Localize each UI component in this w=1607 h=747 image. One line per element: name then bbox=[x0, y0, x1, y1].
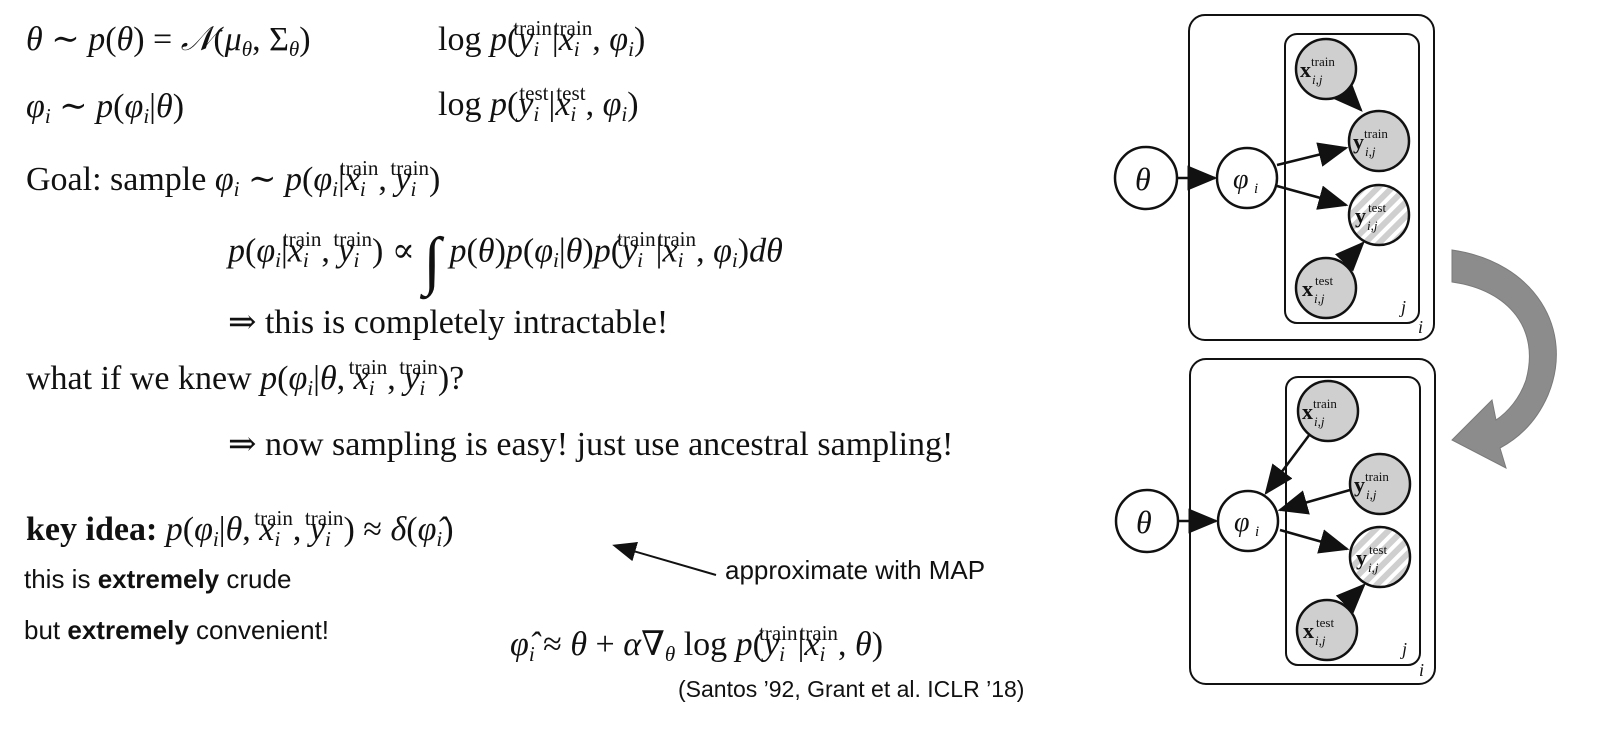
svg-text:i: i bbox=[1255, 524, 1259, 540]
edge-xtrain-ytrain-top bbox=[1333, 81, 1363, 112]
plate-inner-top bbox=[1284, 33, 1420, 324]
note-crude: this is extremely crude bbox=[24, 564, 292, 594]
edge-phi-ytest-top bbox=[1276, 184, 1349, 210]
x-train-node-top bbox=[1294, 37, 1358, 101]
theta-label-top: θ bbox=[1135, 161, 1151, 197]
citation: (Santos ’92, Grant et al. ICLR ’18) bbox=[678, 676, 1025, 702]
x-test-node-bottom bbox=[1295, 598, 1359, 662]
eq-prior-phi: φi ∼ p(φi|θ) bbox=[26, 88, 185, 128]
eq-what-if: what if we knew p(φi|θ, xitrain, yitrain… bbox=[26, 354, 465, 400]
edge-xtrain-phi-bottom bbox=[1264, 433, 1312, 496]
svg-text:test: test bbox=[1368, 200, 1386, 215]
eq-goal: Goal: sample φi ∼ p(φi|xitrain, yitrain) bbox=[26, 155, 441, 201]
model-top: j i θ φ i x train i,j y train i,j y test… bbox=[1113, 14, 1435, 341]
svg-text:i,j: i,j bbox=[1314, 291, 1325, 306]
approx-map-label: approximate with MAP bbox=[725, 555, 986, 585]
svg-text:x: x bbox=[1300, 57, 1311, 82]
svg-text:i,j: i,j bbox=[1368, 560, 1379, 575]
edge-phi-ytrain-top bbox=[1276, 142, 1349, 167]
svg-text:train: train bbox=[1311, 54, 1335, 69]
svg-text:y: y bbox=[1353, 129, 1364, 154]
svg-text:i,j: i,j bbox=[1367, 218, 1378, 233]
svg-text:test: test bbox=[1315, 273, 1333, 288]
phi-label-bottom: φ bbox=[1234, 507, 1250, 538]
svg-text:y: y bbox=[1356, 545, 1367, 570]
edge-ytrain-phi-bottom bbox=[1277, 488, 1351, 515]
svg-text:y: y bbox=[1354, 472, 1365, 497]
edge-xtest-ytest-top bbox=[1334, 241, 1365, 272]
svg-text:i,j: i,j bbox=[1314, 414, 1325, 429]
eq-posterior-integral: p(φi|xitrain, yitrain) ∝ ∫ p(θ)p(φi|θ)p(… bbox=[228, 224, 783, 296]
y-test-node-bottom bbox=[1348, 525, 1412, 589]
eq-key-idea: key idea: p(φi|θ, xitrain, yitrain) ≈ δ(… bbox=[26, 505, 454, 551]
edge-xtest-ytest-bottom bbox=[1335, 583, 1366, 614]
svg-text:i,j: i,j bbox=[1365, 144, 1376, 159]
svg-text:i,j: i,j bbox=[1312, 72, 1323, 87]
transition-curved-arrow bbox=[1451, 249, 1557, 469]
edge-phi-ytest-bottom bbox=[1279, 528, 1350, 554]
eq-easy: ⇒ now sampling is easy! just use ancestr… bbox=[228, 426, 954, 463]
eq-intractable: ⇒ this is completely intractable! bbox=[228, 304, 669, 341]
plate-inner-label-top: j bbox=[1399, 297, 1406, 317]
phi-label-top: φ bbox=[1233, 164, 1249, 195]
x-train-node-bottom bbox=[1296, 379, 1360, 443]
eq-prior-theta: θ ∼ p(θ) = 𝒩(μθ, Σθ) bbox=[26, 21, 311, 61]
svg-text:x: x bbox=[1302, 399, 1313, 424]
model-bottom: j i θ φ i x train i,j y train i,j y test… bbox=[1114, 358, 1436, 685]
y-test-node-top bbox=[1347, 183, 1411, 247]
y-train-node-bottom bbox=[1348, 452, 1412, 516]
x-test-node-top bbox=[1294, 256, 1358, 320]
svg-text:train: train bbox=[1365, 469, 1389, 484]
y-train-node-top bbox=[1347, 109, 1411, 173]
theta-node-top bbox=[1113, 145, 1179, 211]
svg-text:train: train bbox=[1313, 396, 1337, 411]
eq-map-update: φ̂i ≈ θ + α∇θ log p(yitrain|xitrain, θ) bbox=[510, 620, 884, 666]
svg-text:test: test bbox=[1369, 542, 1387, 557]
phi-node-top bbox=[1215, 146, 1279, 210]
theta-label-bottom: θ bbox=[1136, 504, 1152, 540]
svg-text:x: x bbox=[1303, 618, 1314, 643]
theta-node-bottom bbox=[1114, 488, 1180, 554]
svg-text:train: train bbox=[1364, 126, 1388, 141]
goal-prefix: Goal: sample bbox=[26, 161, 207, 198]
eq-log-train: log p(yitrain|xitrain, φi) bbox=[438, 15, 646, 61]
svg-text:x: x bbox=[1302, 276, 1313, 301]
eq-log-test: log p(yitest|xitest, φi) bbox=[438, 80, 639, 126]
plate-inner-bottom bbox=[1285, 376, 1421, 666]
svg-text:i,j: i,j bbox=[1315, 633, 1326, 648]
plate-outer-label-top: i bbox=[1418, 317, 1423, 337]
svg-text:i: i bbox=[1254, 181, 1258, 197]
what-if-prefix: what if we knew bbox=[26, 360, 252, 397]
plate-outer-label-bottom: i bbox=[1419, 660, 1424, 680]
svg-text:i,j: i,j bbox=[1366, 487, 1377, 502]
key-idea-label: key idea: bbox=[26, 511, 158, 548]
plate-inner-label-bottom: j bbox=[1400, 639, 1407, 659]
svg-text:test: test bbox=[1316, 615, 1334, 630]
phi-node-bottom bbox=[1216, 489, 1280, 553]
svg-text:y: y bbox=[1355, 203, 1366, 228]
note-convenient: but extremely convenient! bbox=[24, 615, 330, 645]
